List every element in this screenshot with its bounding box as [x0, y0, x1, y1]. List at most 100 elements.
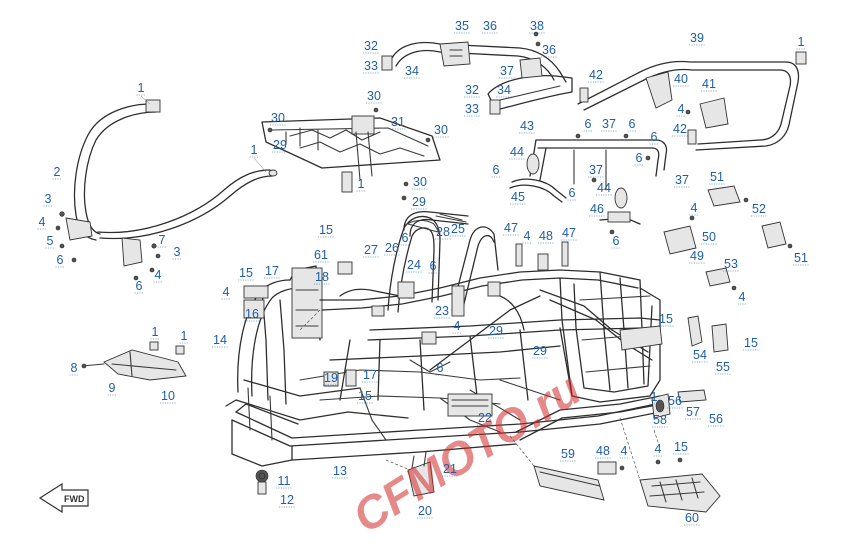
callout-number: 4 — [739, 290, 746, 304]
callout-47: 47 — [561, 226, 577, 241]
callout-49: 49 — [689, 249, 705, 264]
callout-number: 44 — [597, 181, 611, 195]
callout-6: 6 — [400, 231, 410, 246]
callout-44: 44 — [509, 145, 525, 160]
callout-number: 47 — [504, 221, 518, 235]
callout-number: 1 — [138, 81, 145, 95]
callout-5: 5 — [45, 234, 55, 249]
callout-number: 29 — [412, 195, 426, 209]
callout-15: 15 — [357, 389, 373, 404]
callout-number: 3 — [174, 245, 181, 259]
callout-number: 19 — [324, 371, 338, 385]
callout-number: 35 — [455, 19, 469, 33]
callout-number: 6 — [636, 151, 643, 165]
callout-16: 16 — [244, 307, 260, 322]
callout-19: 19 — [323, 371, 339, 386]
alignment-guides — [299, 309, 661, 481]
callout-number: 11 — [278, 474, 291, 488]
callout-61: 61 — [313, 248, 329, 263]
callout-15: 15 — [743, 336, 759, 351]
callout-number: 4 — [678, 102, 685, 116]
callout-number: 37 — [675, 173, 689, 187]
right-brackets — [663, 185, 793, 291]
callout-number: 17 — [363, 368, 377, 382]
callout-53: 53 — [723, 257, 739, 272]
callout-number: 47 — [562, 226, 576, 240]
callout-number: 52 — [752, 202, 766, 216]
callout-37: 37 — [588, 163, 604, 178]
front-bumper-tube — [65, 95, 278, 267]
callout-1: 1 — [356, 177, 366, 192]
callout-number: 37 — [589, 163, 603, 177]
callout-17: 17 — [264, 264, 280, 279]
callout-number: 58 — [653, 413, 667, 427]
callout-36: 36 — [541, 43, 557, 58]
callout-number: 13 — [333, 464, 347, 478]
watermark-text: CFMOTO.ru — [344, 362, 590, 542]
callout-27: 27 — [363, 243, 379, 258]
callout-number: 6 — [613, 234, 620, 248]
callout-32: 32 — [464, 83, 480, 98]
callout-number: 44 — [510, 145, 524, 159]
callout-6: 6 — [567, 186, 577, 201]
callout-54: 54 — [692, 348, 708, 363]
callout-number: 36 — [483, 19, 497, 33]
callout-number: 7 — [159, 233, 166, 247]
callout-30: 30 — [412, 175, 428, 190]
callout-43: 43 — [519, 119, 535, 134]
callout-number: 45 — [511, 190, 525, 204]
callout-number: 30 — [367, 89, 381, 103]
callout-39: 39 — [689, 31, 705, 46]
callout-41: 41 — [701, 77, 717, 92]
callout-48: 48 — [595, 444, 611, 459]
callout-1: 1 — [796, 35, 806, 50]
rear-crossbar — [509, 133, 668, 235]
lower-left-bracket — [81, 341, 187, 381]
callout-number: 9 — [109, 381, 116, 395]
callout-42: 42 — [588, 68, 604, 83]
callout-number: 51 — [794, 251, 808, 265]
callout-3: 3 — [172, 245, 182, 260]
callout-number: 54 — [693, 348, 707, 362]
callout-17: 17 — [362, 368, 378, 383]
callout-45: 45 — [510, 190, 526, 205]
callout-11: 11 — [276, 474, 292, 489]
callout-number: 29 — [489, 324, 503, 338]
callout-1: 1 — [249, 143, 259, 158]
callout-29: 29 — [488, 324, 504, 339]
callout-44: 44 — [596, 181, 612, 196]
callout-number: 16 — [245, 307, 259, 321]
watermark: CFMOTO.ru — [344, 362, 590, 542]
callout-number: 6 — [57, 253, 64, 267]
callout-59: 59 — [560, 447, 576, 462]
callout-number: 14 — [213, 333, 227, 347]
callout-38: 38 — [529, 19, 545, 34]
callout-number: 48 — [596, 444, 610, 458]
callout-number: 37 — [500, 64, 514, 78]
callout-3: 3 — [43, 192, 53, 207]
callout-number: 51 — [710, 170, 724, 184]
callout-number: 60 — [685, 511, 699, 525]
callout-number: 1 — [152, 325, 159, 339]
callout-6: 6 — [435, 361, 445, 376]
callout-number: 1 — [798, 35, 805, 49]
callout-number: 2 — [54, 165, 61, 179]
callout-34: 34 — [404, 64, 420, 79]
callout-29: 29 — [272, 138, 288, 153]
callout-number: 53 — [724, 257, 738, 271]
callout-number: 42 — [589, 68, 603, 82]
callout-58: 58 — [652, 413, 668, 428]
main-frame — [225, 215, 729, 497]
callout-15: 15 — [658, 312, 674, 327]
callout-6: 6 — [428, 259, 438, 274]
callout-number: 20 — [418, 504, 432, 518]
callout-1: 1 — [179, 329, 189, 344]
callout-6: 6 — [583, 117, 593, 132]
callout-13: 13 — [332, 464, 348, 479]
callout-4: 4 — [221, 285, 231, 300]
callout-18: 18 — [314, 270, 330, 285]
callout-number: 39 — [690, 31, 704, 45]
callout-number: 28 — [436, 225, 450, 239]
front-rack — [261, 107, 441, 201]
